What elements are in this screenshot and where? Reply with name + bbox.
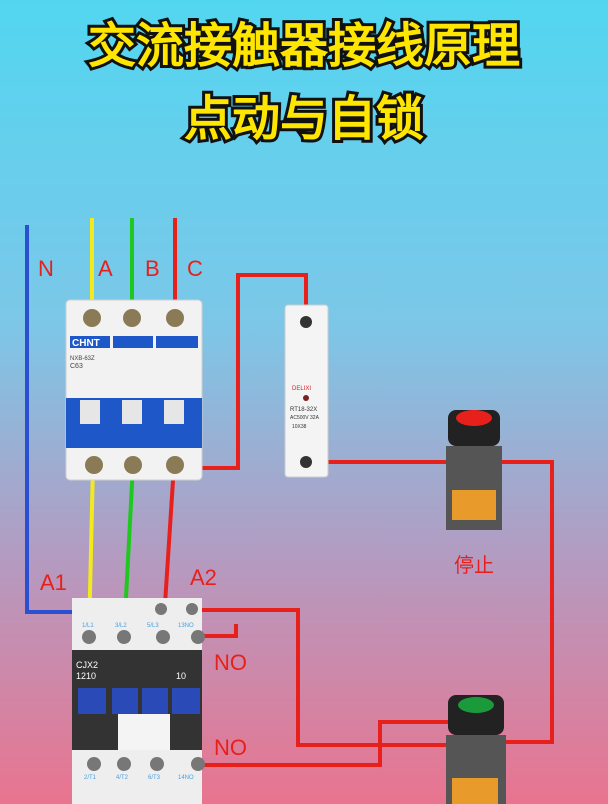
terminal-2t1: 2/T1 (84, 775, 97, 781)
start-button-cap[interactable] (458, 697, 494, 713)
label-no-bottom: NO (214, 735, 247, 760)
label-b: B (145, 256, 160, 281)
wire-14no (198, 720, 450, 767)
breaker-rating: C63 (70, 363, 83, 370)
terminal-4t2: 4/T2 (116, 775, 129, 781)
terminal-5l3: 5/L3 (147, 623, 159, 629)
terminal-14no: 14NO (178, 775, 194, 781)
terminal-6t3: 6/T3 (148, 775, 161, 781)
start-button[interactable] (446, 695, 506, 804)
wire-fuse-in (178, 273, 308, 470)
label-a: A (98, 256, 113, 281)
stop-button-cap[interactable] (456, 410, 492, 426)
wire-fuse-out (306, 460, 554, 744)
stop-label: 停止 (454, 553, 494, 577)
terminal-1l1: 1/L1 (82, 623, 94, 629)
breaker-brand: CHNT (72, 338, 100, 349)
terminal-3l2: 3/L2 (115, 623, 127, 629)
circuit-breaker: CHNT NXB-63Z C63 (65, 299, 203, 481)
wire-a2 (192, 608, 450, 747)
label-c: C (187, 256, 203, 281)
label-no-top: NO (214, 650, 247, 675)
contactor-aux: 10 (176, 671, 186, 681)
stop-button[interactable] (446, 410, 502, 530)
fuse-rating: AC500V 32A (290, 415, 320, 421)
fuse-model: RT18-32X (290, 407, 317, 413)
title-line1: 交流接触器接线原理 (88, 18, 520, 74)
fuse-brand: DELIXI (292, 386, 311, 392)
breaker-model: NXB-63Z (70, 356, 95, 362)
label-a2: A2 (190, 565, 217, 590)
title-line2: 点动与自锁 (184, 91, 424, 147)
wire-n (25, 225, 78, 614)
fuse-holder: DELIXI RT18-32X AC500V 32A 10X38 (284, 304, 329, 478)
label-n: N (38, 256, 54, 281)
fuse-size: 10X38 (292, 424, 307, 430)
contactor: CJX2 1210 10 1/L1 3/L2 5/L3 13NO 2/T1 4/… (72, 598, 205, 804)
contactor-code: 1210 (76, 671, 96, 681)
label-a1: A1 (40, 570, 67, 595)
terminal-13no: 13NO (178, 623, 194, 629)
wire-13no (198, 624, 238, 638)
contactor-model: CJX2 (76, 660, 98, 670)
